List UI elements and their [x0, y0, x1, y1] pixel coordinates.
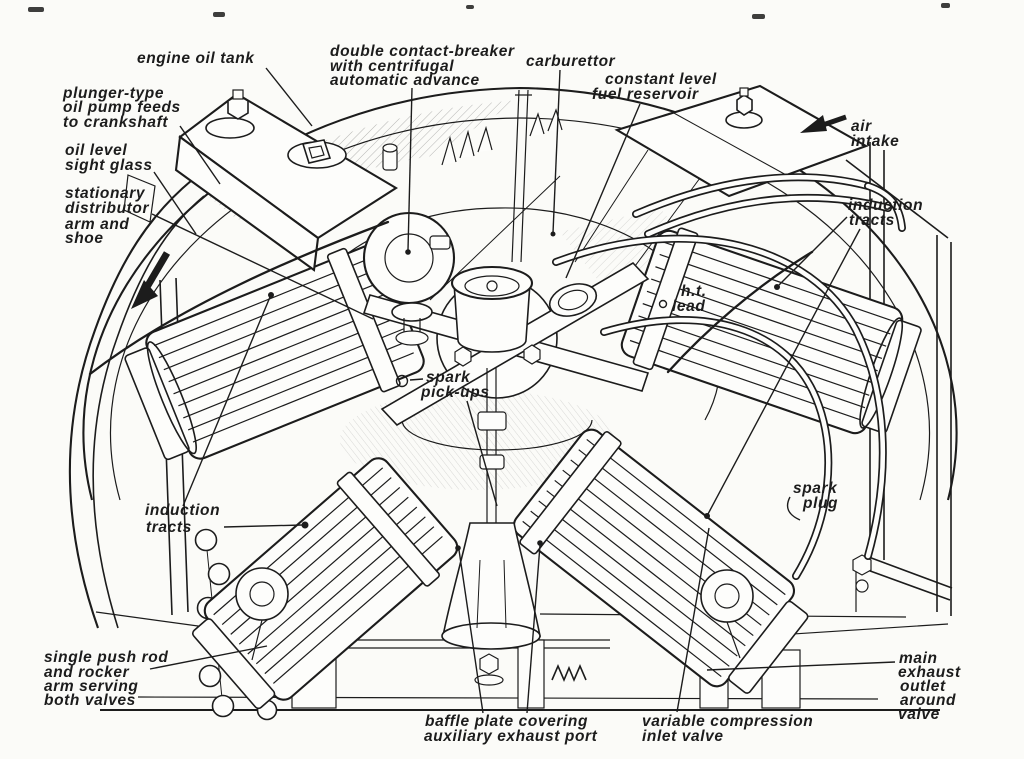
label-plunger-type-1: plunger-type [62, 85, 164, 102]
label-oil-level-1: oil level [65, 142, 127, 159]
label-variable-compression-2: inlet valve [642, 728, 724, 745]
labels: engine oil tank double contact-breaker w… [44, 43, 961, 745]
leader-carburettor [552, 69, 561, 234]
label-main-exhaust-4: around [900, 692, 956, 709]
label-spark-plug-2: plug [802, 495, 838, 512]
leader-spark-pickups-1 [409, 378, 424, 381]
ht-lead-ring [658, 299, 668, 309]
rocker-housings [235, 567, 754, 661]
label-stationary-distributor-4: shoe [65, 230, 104, 247]
label-induction-tracts-right-2: tracts [849, 212, 895, 229]
air-intake-pipes [632, 173, 906, 238]
label-single-push-rod-3: arm serving [44, 678, 138, 695]
leader-baffle-1 [458, 549, 484, 714]
label-variable-compression-1: variable compression [642, 713, 813, 730]
leader-double-contact-breaker [407, 87, 413, 251]
label-plunger-type-2: oil pump feeds [63, 99, 181, 116]
leader-stationary-distributor [151, 213, 374, 320]
leader-constant-level [565, 103, 641, 279]
label-single-push-rod-2: and rocker [44, 664, 130, 681]
center-hub [362, 89, 650, 650]
label-single-push-rod-4: both valves [44, 692, 136, 709]
cylinder-lower-left [191, 457, 459, 710]
label-ht-lead-1: h.t. [681, 283, 707, 300]
leader-induction-right-1 [778, 216, 848, 286]
label-stationary-distributor-2: distributor [65, 200, 149, 217]
label-plunger-type-3: to crankshaft [63, 114, 168, 131]
leader-induction-left-2 [223, 524, 303, 528]
fuel-reservoir-plate [614, 84, 869, 198]
label-spark-pickups-1: spark [426, 369, 471, 386]
label-main-exhaust-1: main [899, 650, 938, 667]
label-oil-level-2: sight glass [65, 157, 153, 174]
ht-wire [88, 220, 814, 376]
label-baffle-plate-1: baffle plate covering [425, 713, 588, 730]
label-double-contact-breaker-1: double contact-breaker [330, 43, 515, 60]
leader-induction-left-1 [182, 296, 271, 507]
label-main-exhaust-5: valve [898, 706, 940, 723]
label-air-intake-1: air [851, 118, 872, 135]
leader-induction-right-2 [707, 228, 861, 515]
leader-baffle-2 [526, 544, 541, 714]
leader-plunger-type [179, 125, 221, 185]
leader-spark-pickups-2 [466, 400, 498, 507]
label-single-push-rod-1: single push rod [44, 649, 168, 666]
label-main-exhaust-3: outlet [900, 678, 946, 695]
leader-variable-compression [676, 527, 710, 713]
rotation-arrow [131, 251, 171, 309]
label-constant-level-1: constant level [605, 71, 717, 88]
label-engine-oil-tank: engine oil tank [137, 50, 255, 67]
air-intake-arrow [800, 114, 847, 133]
leader-main-exhaust [706, 661, 896, 671]
label-induction-tracts-right-1: induction [848, 197, 923, 214]
label-induction-tracts-left-2: tracts [146, 519, 192, 536]
label-carburettor: carburettor [526, 53, 616, 70]
leader-oil-level [153, 171, 197, 235]
label-spark-pickups-2: pick-ups [420, 384, 490, 401]
leader-single-push-rod [149, 645, 268, 670]
label-spark-plug-1: spark [793, 480, 838, 497]
induction-pipes [552, 234, 887, 580]
contact-breaker [362, 211, 456, 346]
label-main-exhaust-2: exhaust [898, 664, 961, 681]
label-double-contact-breaker-2: with centrifugal [330, 58, 454, 75]
label-double-contact-breaker-3: automatic advance [330, 72, 480, 89]
leader-spark-plug [786, 496, 801, 521]
label-constant-level-2: fuel reservoir [592, 86, 699, 103]
carburettor-bowl [450, 89, 534, 353]
label-induction-tracts-left-1: induction [145, 502, 220, 519]
label-stationary-distributor-3: arm and [65, 216, 130, 233]
oil-tank [174, 89, 399, 272]
leader-lines [149, 67, 896, 714]
pickup-spindle [441, 368, 541, 650]
label-air-intake-2: intake [851, 133, 899, 150]
scan-artifacts [28, 3, 950, 19]
leader-engine-oil-tank [265, 67, 313, 127]
label-stationary-distributor-1: stationary [65, 185, 146, 202]
label-ht-lead-2: lead [672, 298, 705, 315]
label-baffle-plate-2: auxiliary exhaust port [424, 728, 598, 745]
